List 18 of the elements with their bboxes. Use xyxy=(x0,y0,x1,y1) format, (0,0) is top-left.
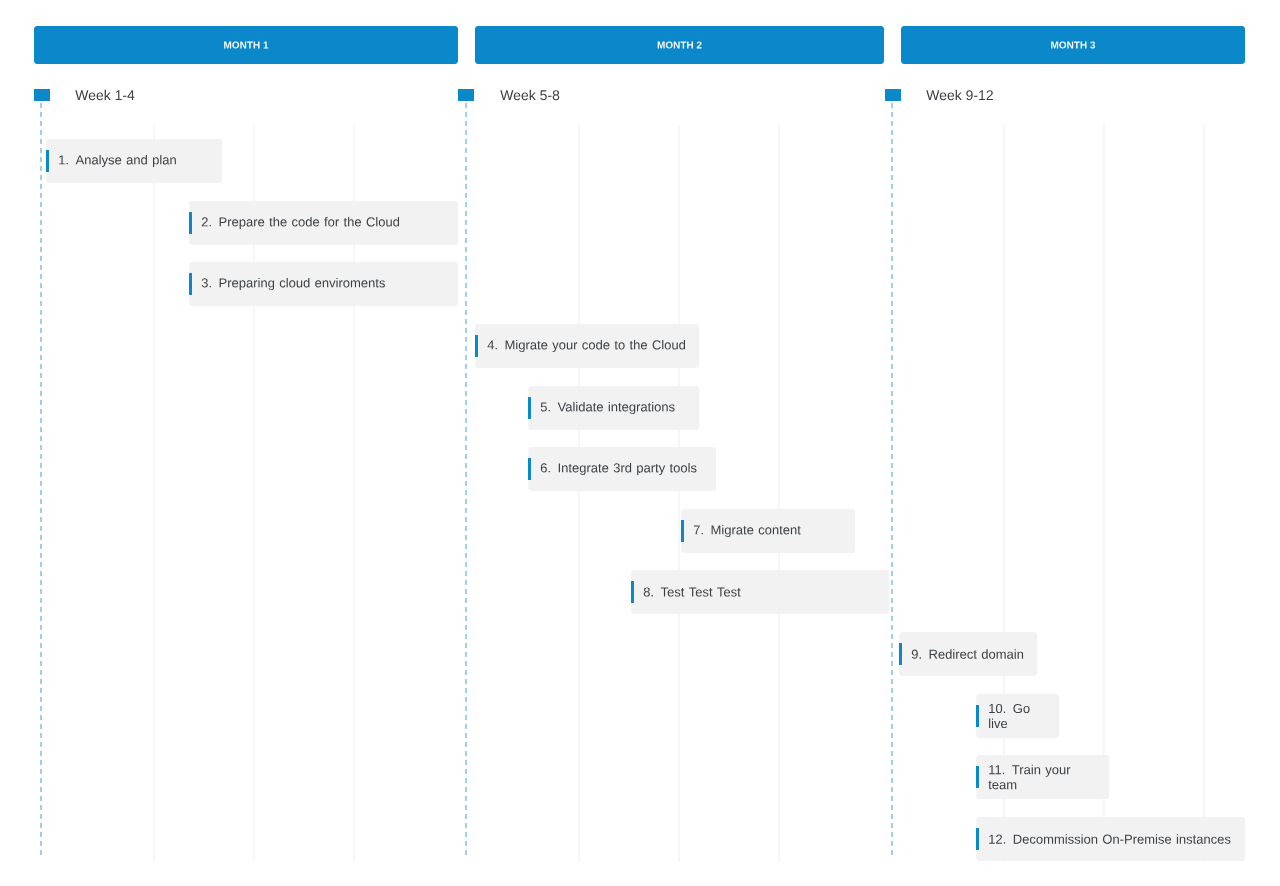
week-label: Week 1-4 xyxy=(75,89,135,101)
task-bar: 11. Train your team xyxy=(976,755,1110,799)
task-bar: 9. Redirect domain xyxy=(899,632,1038,676)
task-bar: 2. Prepare the code for the Cloud xyxy=(189,201,459,245)
week-label: Week 5-8 xyxy=(500,89,560,101)
task-bar: 10. Go live xyxy=(976,694,1060,738)
task-bar: 12. Decommission On-Premise instances xyxy=(976,817,1246,861)
week-label: Week 9-12 xyxy=(926,89,993,101)
month-header: MONTH 2 xyxy=(475,26,884,64)
task-bar: 5. Validate integrations xyxy=(528,386,700,430)
month-header: MONTH 1 xyxy=(34,26,458,64)
task-bar: 1. Analyse and plan xyxy=(46,139,223,183)
task-bar: 3. Preparing cloud enviroments xyxy=(189,262,459,306)
task-bar: 7. Migrate content xyxy=(681,509,856,553)
task-bar: 8. Test Test Test xyxy=(631,570,890,614)
task-bar: 6. Integrate 3rd party tools xyxy=(528,447,717,491)
month-header: MONTH 3 xyxy=(901,26,1245,64)
task-bar: 4. Migrate your code to the Cloud xyxy=(475,324,700,368)
